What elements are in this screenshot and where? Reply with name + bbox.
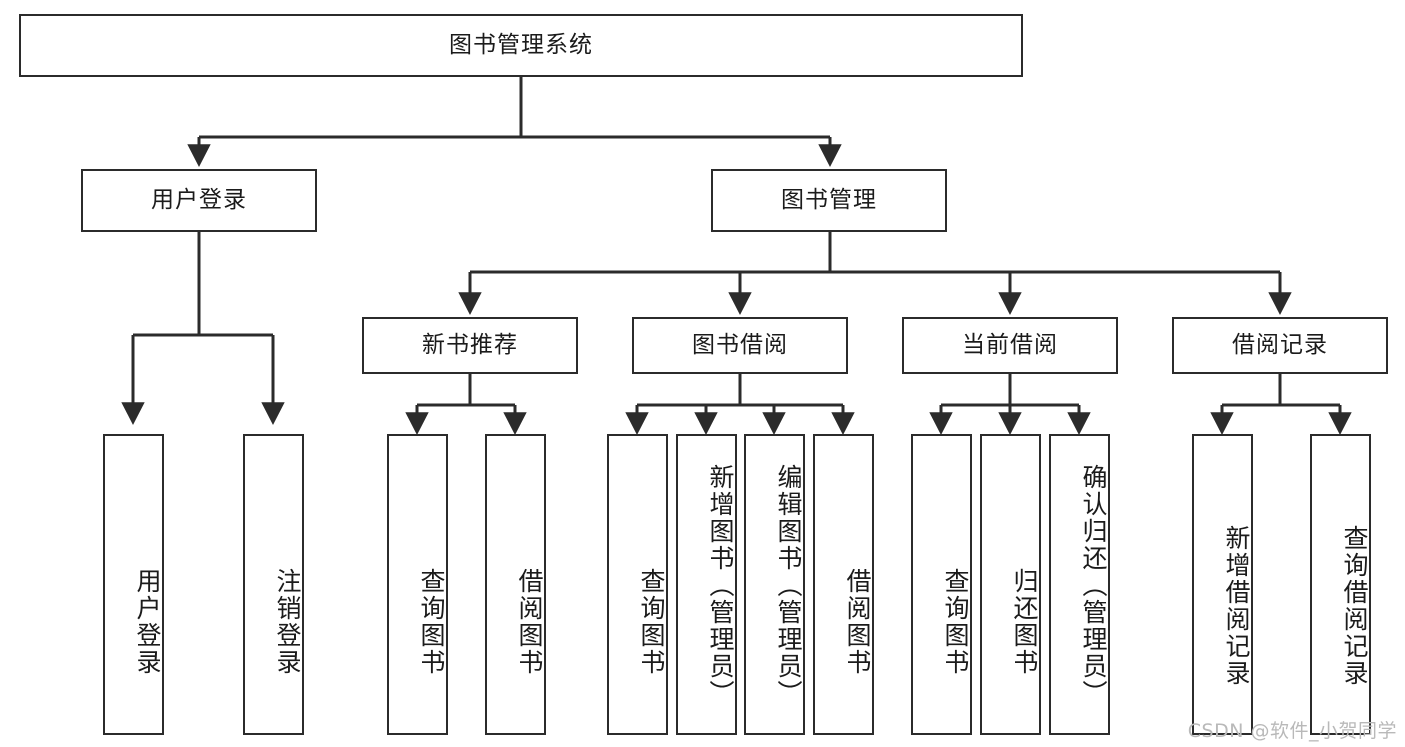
leaf-user-login-login[interactable]: 用户登录: [103, 434, 164, 735]
leaf-recommend-query-book[interactable]: 查询图书: [387, 434, 448, 735]
node-book-borrow[interactable]: 图书借阅: [632, 317, 848, 374]
node-root-book-management-system[interactable]: 图书管理系统: [19, 14, 1023, 77]
watermark-text: CSDN @软件_小贺同学: [1187, 720, 1397, 742]
leaf-current-confirm-return-admin[interactable]: 确认归还（管理员）: [1049, 434, 1110, 735]
node-label: 新增借阅记录: [1222, 524, 1251, 687]
node-current-borrow[interactable]: 当前借阅: [902, 317, 1118, 374]
node-label: 注销登录: [273, 567, 302, 676]
node-borrow-record[interactable]: 借阅记录: [1172, 317, 1388, 374]
node-label: 借阅记录: [1232, 331, 1328, 358]
node-new-book-recommend[interactable]: 新书推荐: [362, 317, 578, 374]
node-label: 图书管理: [781, 186, 877, 213]
leaf-borrow-edit-book-admin[interactable]: 编辑图书（管理员）: [744, 434, 805, 735]
node-label: 确认归还（管理员）: [1079, 464, 1108, 707]
node-label: 图书管理系统: [449, 31, 593, 58]
node-label: 查询图书: [941, 567, 970, 676]
node-label: 借阅图书: [515, 567, 544, 676]
leaf-user-login-logout[interactable]: 注销登录: [243, 434, 304, 735]
leaf-record-add-record[interactable]: 新增借阅记录: [1192, 434, 1253, 735]
node-label: 借阅图书: [843, 567, 872, 676]
node-user-login[interactable]: 用户登录: [81, 169, 317, 232]
leaf-current-query-book[interactable]: 查询图书: [911, 434, 972, 735]
node-label: 图书借阅: [692, 331, 788, 358]
node-label: 归还图书: [1010, 567, 1039, 676]
node-label: 当前借阅: [962, 331, 1058, 358]
node-label: 新书推荐: [422, 331, 518, 358]
node-label: 查询图书: [417, 567, 446, 676]
leaf-record-query-record[interactable]: 查询借阅记录: [1310, 434, 1371, 735]
leaf-recommend-borrow-book[interactable]: 借阅图书: [485, 434, 546, 735]
node-label: 用户登录: [151, 186, 247, 213]
node-label: 新增图书（管理员）: [706, 464, 735, 707]
node-label: 用户登录: [133, 567, 162, 676]
node-label: 查询借阅记录: [1340, 524, 1369, 687]
node-label: 查询图书: [637, 567, 666, 676]
node-book-management[interactable]: 图书管理: [711, 169, 947, 232]
leaf-current-return-book[interactable]: 归还图书: [980, 434, 1041, 735]
leaf-borrow-borrow-book[interactable]: 借阅图书: [813, 434, 874, 735]
leaf-borrow-query-book[interactable]: 查询图书: [607, 434, 668, 735]
node-label: 编辑图书（管理员）: [774, 464, 803, 707]
leaf-borrow-add-book-admin[interactable]: 新增图书（管理员）: [676, 434, 737, 735]
